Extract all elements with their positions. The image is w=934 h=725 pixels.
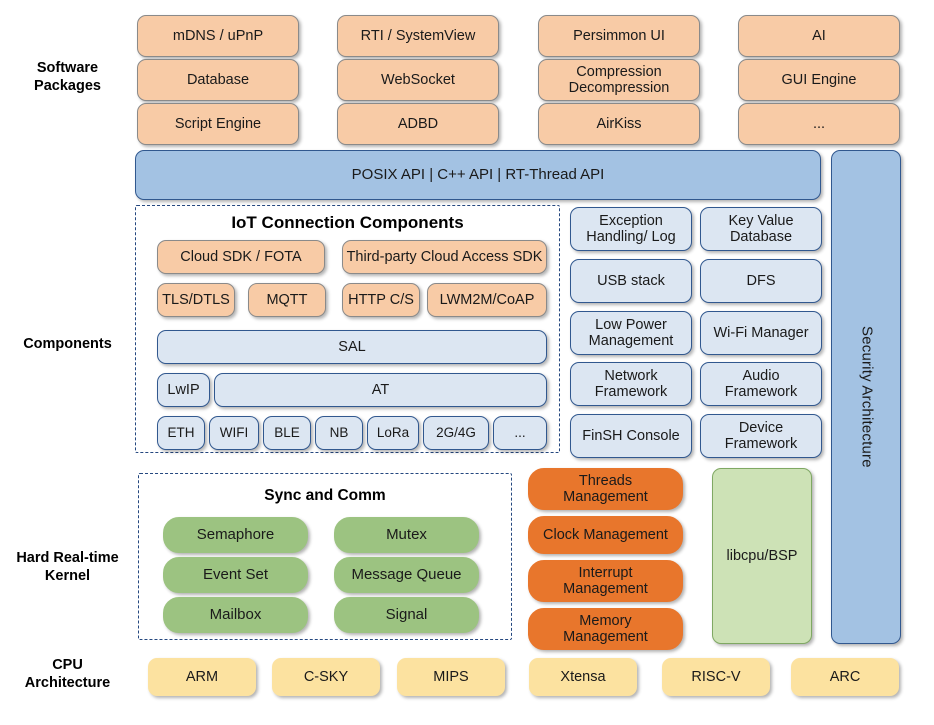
sync-box[interactable]: Mailbox: [163, 597, 308, 633]
package-box[interactable]: ...: [738, 103, 900, 145]
sync-box[interactable]: Semaphore: [163, 517, 308, 553]
iot-cloud-box[interactable]: Third-party Cloud Access SDK: [342, 240, 547, 274]
iot-sal-box[interactable]: SAL: [157, 330, 547, 364]
iot-protocol-box[interactable]: TLS/DTLS: [157, 283, 235, 317]
sync-and-comm-group: [138, 473, 512, 640]
component-box[interactable]: Audio Framework: [700, 362, 822, 406]
package-box[interactable]: WebSocket: [337, 59, 499, 101]
component-box[interactable]: Low Power Management: [570, 311, 692, 355]
kernel-management-box[interactable]: Threads Management: [528, 468, 683, 510]
iot-cloud-box[interactable]: Cloud SDK / FOTA: [157, 240, 325, 274]
component-box[interactable]: Network Framework: [570, 362, 692, 406]
cpu-arch-box[interactable]: ARM: [148, 658, 256, 696]
package-box[interactable]: GUI Engine: [738, 59, 900, 101]
sync-box[interactable]: Event Set: [163, 557, 308, 593]
api-bar[interactable]: POSIX API | C++ API | RT-Thread API: [135, 150, 821, 200]
iot-connection-group: [135, 205, 560, 453]
cpu-arch-box[interactable]: C-SKY: [272, 658, 380, 696]
component-box[interactable]: DFS: [700, 259, 822, 303]
package-box[interactable]: AI: [738, 15, 900, 57]
component-box[interactable]: FinSH Console: [570, 414, 692, 458]
package-box[interactable]: mDNS / uPnP: [137, 15, 299, 57]
component-box[interactable]: Key Value Database: [700, 207, 822, 251]
iot-link-box[interactable]: LoRa: [367, 416, 419, 450]
iot-connection-group-title: IoT Connection Components: [231, 213, 464, 232]
row-label-kernel: Hard Real-time Kernel: [16, 550, 119, 584]
libcpu-bsp-box[interactable]: libcpu/BSP: [712, 468, 812, 644]
iot-lwip-box[interactable]: LwIP: [157, 373, 210, 407]
component-box[interactable]: Wi-Fi Manager: [700, 311, 822, 355]
sync-and-comm-group-title: Sync and Comm: [264, 487, 386, 504]
security-architecture-label: Security Architecture: [858, 326, 876, 468]
component-box[interactable]: Exception Handling/ Log: [570, 207, 692, 251]
kernel-management-box[interactable]: Interrupt Management: [528, 560, 683, 602]
package-box[interactable]: AirKiss: [538, 103, 700, 145]
cpu-arch-box[interactable]: Xtensa: [529, 658, 637, 696]
package-box[interactable]: Script Engine: [137, 103, 299, 145]
iot-link-box[interactable]: BLE: [263, 416, 311, 450]
package-box[interactable]: RTI / SystemView: [337, 15, 499, 57]
package-box[interactable]: ADBD: [337, 103, 499, 145]
row-label-components: Components: [23, 336, 112, 352]
iot-protocol-box[interactable]: LWM2M/CoAP: [427, 283, 547, 317]
iot-link-box[interactable]: WIFI: [209, 416, 259, 450]
kernel-management-box[interactable]: Memory Management: [528, 608, 683, 650]
sync-box[interactable]: Signal: [334, 597, 479, 633]
package-box[interactable]: Database: [137, 59, 299, 101]
iot-link-box[interactable]: NB: [315, 416, 363, 450]
iot-link-box[interactable]: 2G/4G: [423, 416, 489, 450]
cpu-arch-box[interactable]: MIPS: [397, 658, 505, 696]
package-box[interactable]: Compression Decompression: [538, 59, 700, 101]
cpu-arch-box[interactable]: RISC-V: [662, 658, 770, 696]
sync-box[interactable]: Mutex: [334, 517, 479, 553]
kernel-management-box[interactable]: Clock Management: [528, 516, 683, 554]
component-box[interactable]: Device Framework: [700, 414, 822, 458]
iot-protocol-box[interactable]: MQTT: [248, 283, 326, 317]
iot-protocol-box[interactable]: HTTP C/S: [342, 283, 420, 317]
row-label-software-packages: Software Packages: [34, 60, 101, 94]
iot-at-box[interactable]: AT: [214, 373, 547, 407]
row-label-cpu: CPU Architecture: [24, 657, 111, 691]
iot-link-box[interactable]: ETH: [157, 416, 205, 450]
security-architecture-bar[interactable]: Security Architecture: [831, 150, 901, 644]
sync-box[interactable]: Message Queue: [334, 557, 479, 593]
cpu-arch-box[interactable]: ARC: [791, 658, 899, 696]
iot-link-box[interactable]: ...: [493, 416, 547, 450]
package-box[interactable]: Persimmon UI: [538, 15, 700, 57]
component-box[interactable]: USB stack: [570, 259, 692, 303]
